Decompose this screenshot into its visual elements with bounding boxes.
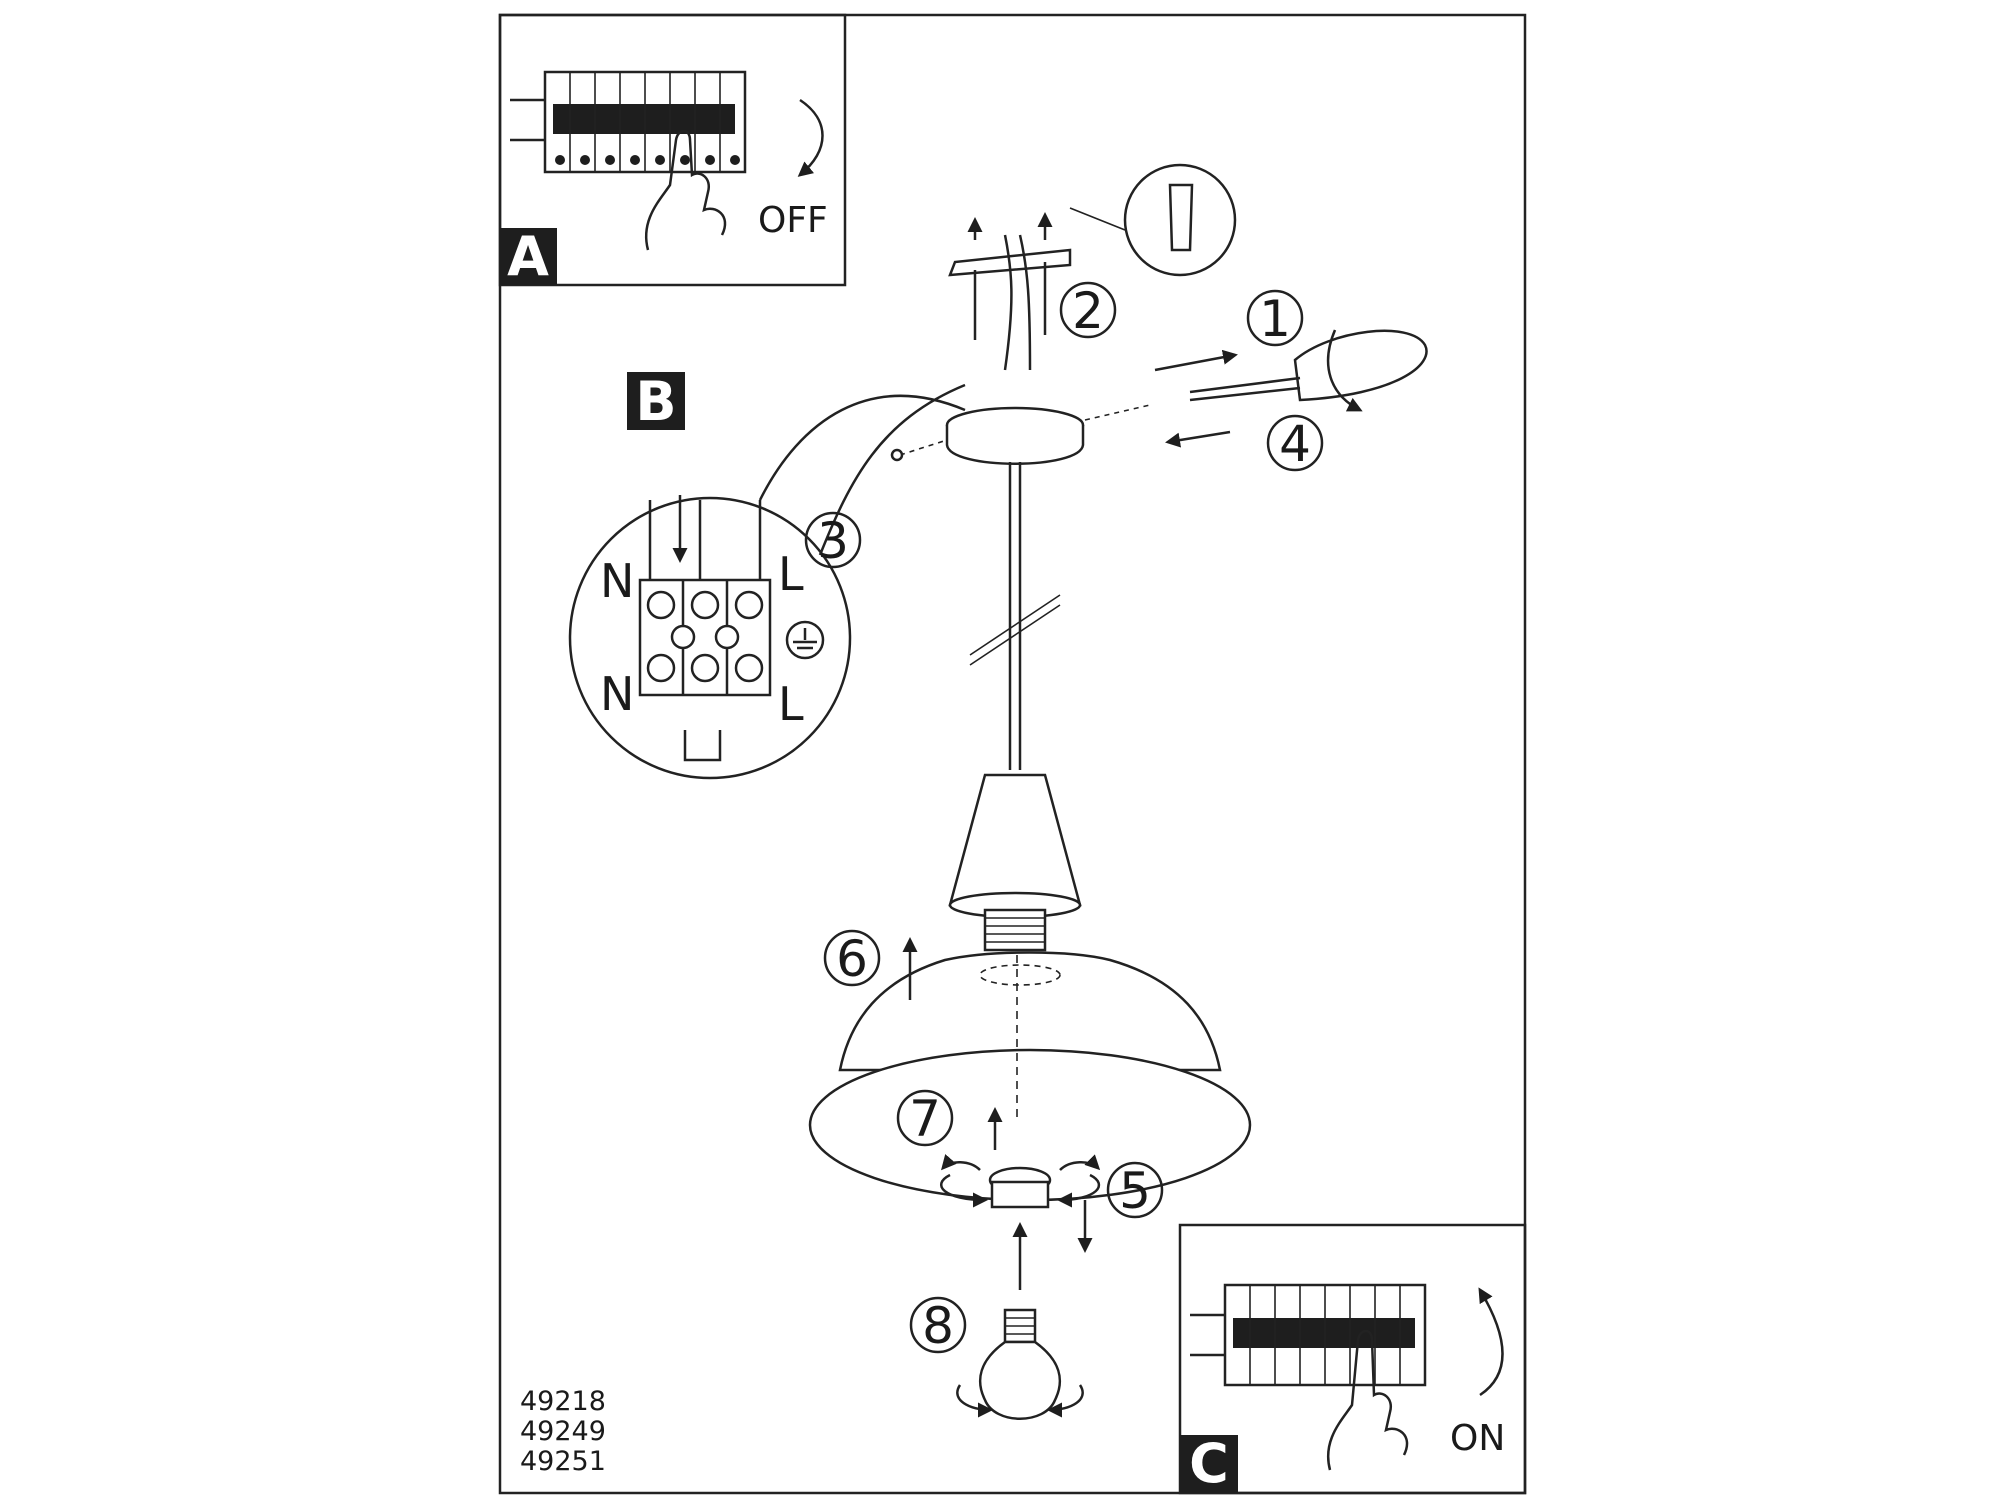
screwdriver-group xyxy=(1084,329,1428,448)
model-numbers: 49218 49249 49251 xyxy=(520,1386,606,1477)
light-bulb-icon xyxy=(956,1308,1084,1420)
socket-ring xyxy=(939,1154,1101,1209)
switch-on-arrow xyxy=(1478,1287,1504,1397)
step-2: 2 xyxy=(1072,282,1104,340)
wire-label-n-top: N xyxy=(600,554,634,608)
circuit-breaker-icon xyxy=(510,70,747,174)
step-1: 1 xyxy=(1259,290,1291,348)
step-markers: 1 2 3 4 5 6 7 8 xyxy=(804,281,1324,1355)
panel-a-tag: A xyxy=(507,225,549,288)
panel-c: ON C xyxy=(1178,1223,1527,1495)
panel-a: OFF A xyxy=(498,13,847,288)
model-number-3: 49251 xyxy=(520,1446,606,1477)
lamp-holder xyxy=(948,773,1082,952)
step-4: 4 xyxy=(1279,415,1311,473)
screwdriver-icon xyxy=(1189,329,1428,402)
step-7: 7 xyxy=(909,1090,941,1148)
wire-label-l-bottom: L xyxy=(778,677,804,731)
mounting-bracket-group xyxy=(948,163,1237,371)
terminal-block xyxy=(638,495,772,762)
page-frame xyxy=(498,13,1527,1495)
step-6: 6 xyxy=(836,930,868,988)
switch-off-label: OFF xyxy=(758,200,828,241)
model-number-2: 49249 xyxy=(520,1416,606,1447)
wall-plug-icon xyxy=(1168,183,1194,252)
switch-off-arrow xyxy=(797,98,824,177)
lamp-shade xyxy=(808,951,1252,1202)
circuit-breaker-icon xyxy=(1190,1283,1427,1387)
panel-c-tag: C xyxy=(1189,1432,1229,1495)
ceiling-canopy xyxy=(890,406,1085,770)
switch-on-label: ON xyxy=(1450,1418,1505,1459)
step-3: 3 xyxy=(817,512,849,570)
ground-symbol-icon xyxy=(785,620,825,660)
panel-b-tag: B xyxy=(635,370,676,433)
hand-icon xyxy=(645,129,727,251)
step-5: 5 xyxy=(1119,1162,1151,1220)
wire-label-l-top: L xyxy=(778,547,804,601)
wire-label-n-bottom: N xyxy=(600,667,634,721)
model-number-1: 49218 xyxy=(520,1386,606,1417)
hand-icon xyxy=(1327,1329,1409,1471)
terminal-block-detail: N L N L xyxy=(568,383,966,780)
step-8: 8 xyxy=(922,1297,954,1355)
